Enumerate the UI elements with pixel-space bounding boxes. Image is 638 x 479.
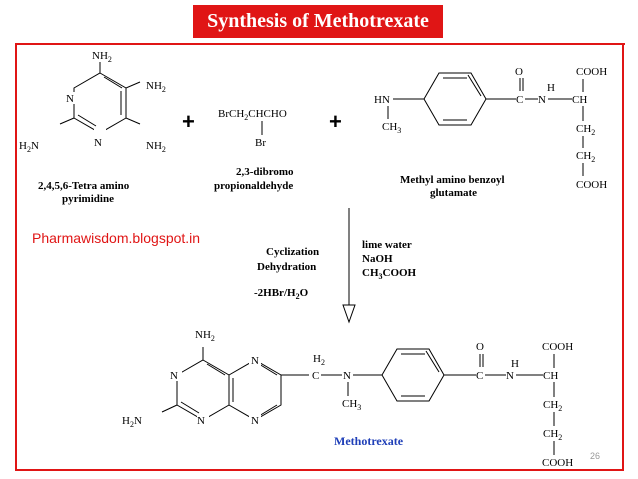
svg-text:CH2: CH2 — [576, 123, 595, 137]
svg-text:H2N: H2N — [19, 140, 39, 154]
svg-text:NH2: NH2 — [195, 329, 215, 343]
condition-lime-water: lime water — [362, 239, 412, 251]
svg-text:CH3: CH3 — [342, 398, 361, 412]
condition-acetic-acid: CH3COOH — [362, 267, 417, 281]
svg-text:COOH: COOH — [542, 457, 573, 469]
reactant1-name-line2: pyrimidine — [62, 193, 114, 205]
svg-text:N: N — [197, 415, 205, 427]
svg-text:C: C — [312, 370, 319, 382]
svg-text:CH: CH — [572, 94, 587, 106]
svg-text:H2: H2 — [313, 353, 325, 367]
svg-text:C: C — [516, 94, 523, 106]
svg-text:CH2: CH2 — [543, 399, 562, 413]
plus-sign-1: + — [182, 109, 195, 134]
svg-text:COOH: COOH — [576, 179, 607, 191]
reactant3-name-line1: Methyl amino benzoyl — [400, 174, 505, 186]
reactant1-name-line1: 2,4,5,6-Tetra amino — [38, 180, 130, 192]
dibromopropionaldehyde-structure: BrCH2CHCHO Br — [218, 108, 287, 149]
svg-text:CH2: CH2 — [576, 150, 595, 164]
svg-text:C: C — [476, 370, 483, 382]
svg-text:COOH: COOH — [576, 66, 607, 78]
svg-text:H2N: H2N — [122, 415, 142, 429]
svg-text:N: N — [94, 137, 102, 149]
reactant2-name-line2: propionaldehyde — [214, 180, 293, 192]
svg-text:N: N — [66, 93, 74, 105]
svg-text:O: O — [515, 66, 523, 78]
svg-text:COOH: COOH — [542, 341, 573, 353]
methotrexate-structure: N N N N NH2 H2N H2 C N CH3 C O N H CH CO… — [122, 329, 573, 469]
svg-text:O: O — [476, 341, 484, 353]
slide-frame — [15, 44, 624, 471]
svg-text:N: N — [251, 355, 259, 367]
svg-text:CH3: CH3 — [382, 121, 401, 135]
svg-text:H: H — [511, 358, 519, 370]
svg-text:N: N — [538, 94, 546, 106]
reactant2-name-line1: 2,3-dibromo — [236, 166, 294, 178]
plus-sign-2: + — [329, 109, 342, 134]
reaction-arrowhead — [342, 304, 356, 324]
condition-byproduct: -2HBr/H2O — [254, 287, 309, 301]
svg-text:NH2: NH2 — [146, 140, 166, 154]
svg-text:N: N — [170, 370, 178, 382]
condition-dehydration: Dehydration — [257, 261, 316, 273]
svg-text:NH2: NH2 — [146, 80, 166, 94]
tetraaminopyrimidine-structure: N N NH2 NH2 NH2 H2N — [19, 50, 166, 154]
svg-text:N: N — [251, 415, 259, 427]
svg-text:HN: HN — [374, 94, 390, 106]
reactant3-name-line2: glutamate — [430, 187, 477, 199]
svg-text:BrCH2CHCHO: BrCH2CHCHO — [218, 108, 287, 122]
svg-text:CH: CH — [543, 370, 558, 382]
svg-text:H: H — [547, 82, 555, 94]
svg-text:N: N — [343, 370, 351, 382]
svg-text:Br: Br — [255, 137, 266, 149]
svg-text:NH2: NH2 — [92, 50, 112, 64]
blog-url: Pharmawisdom.blogspot.in — [32, 230, 200, 246]
slide-number: 26 — [590, 451, 600, 461]
frame-top-line — [15, 43, 625, 45]
condition-naoh: NaOH — [362, 253, 393, 265]
slide-title: Synthesis of Methotrexate — [193, 5, 443, 38]
svg-text:CH2: CH2 — [543, 428, 562, 442]
svg-text:N: N — [506, 370, 514, 382]
condition-cyclization: Cyclization — [266, 246, 319, 258]
product-name: Methotrexate — [334, 434, 404, 448]
methylaminobenzoylglutamate-structure: HN CH3 C O N H CH COOH CH2 CH2 COOH — [374, 66, 607, 191]
